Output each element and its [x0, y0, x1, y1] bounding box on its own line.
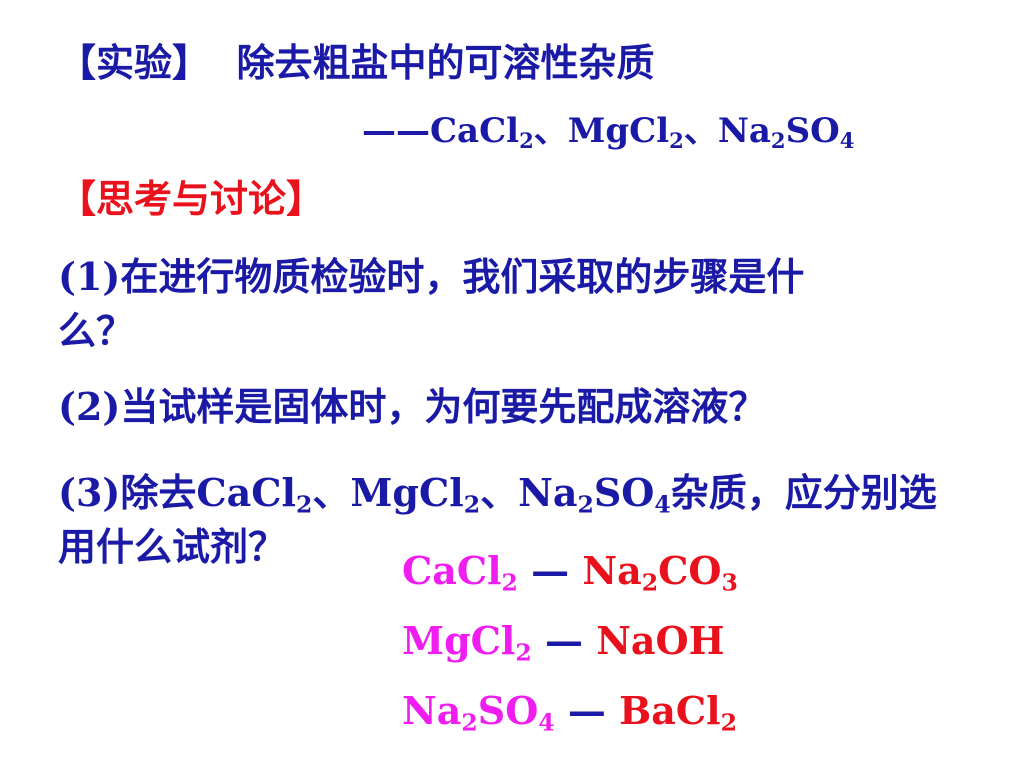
question-1-line-2: 么？ — [58, 308, 135, 353]
discussion-tag: 【思考与讨论】 — [58, 176, 325, 221]
formula-na2so4: Na2SO4 — [518, 470, 671, 517]
answer-mgcl2: MgCl2 — NaOH — [402, 622, 725, 665]
answer-impurity: MgCl2 — [402, 618, 532, 665]
answer-impurity: CaCl2 — [402, 548, 518, 595]
separator: 、 — [312, 470, 351, 515]
answer-impurity: Na2SO4 — [402, 688, 555, 735]
formula-cacl2: CaCl2 — [196, 470, 312, 517]
experiment-tag: 【实验】 — [58, 40, 211, 85]
formula-text: Na — [518, 470, 578, 515]
subscript: 2 — [669, 127, 684, 153]
formula-text: Na — [402, 688, 462, 733]
subscript: 3 — [721, 568, 738, 597]
formula-text: MgCl — [402, 618, 516, 663]
subscript: 2 — [501, 568, 518, 597]
formula-text: SO — [593, 470, 655, 515]
subscript: 2 — [295, 490, 313, 519]
formula-text: CaCl — [430, 111, 520, 151]
subscript: 2 — [463, 490, 481, 519]
question-1-line-1: (1)在进行物质检验时，我们采取的步骤是什 — [58, 254, 805, 299]
formula-text: Na — [717, 111, 771, 151]
impurities-list: ——CaCl2、MgCl2、Na2SO4 — [362, 111, 855, 151]
subscript: 2 — [461, 708, 478, 737]
formula-text: SO — [785, 111, 840, 151]
experiment-heading: 【实验】 除去粗盐中的可溶性杂质 — [58, 44, 655, 82]
experiment-title: 除去粗盐中的可溶性杂质 — [236, 40, 655, 85]
question-3-line-2: 用什么试剂？ — [58, 524, 287, 569]
subscript: 4 — [839, 127, 855, 153]
formula-text: CaCl — [196, 470, 296, 515]
formula-text: CaCl — [402, 548, 502, 593]
formula-cacl2: CaCl2 — [430, 111, 534, 151]
formula-na2so4: Na2SO4 — [718, 111, 855, 151]
answer-reagent: BaCl2 — [619, 688, 737, 735]
answer-cacl2: CaCl2 — Na2CO3 — [402, 552, 738, 595]
formula-text: CO — [658, 548, 722, 593]
subscript: 2 — [515, 638, 532, 667]
answer-na2so4: Na2SO4 — BaCl2 — [402, 692, 737, 735]
subscript: 2 — [577, 490, 594, 519]
answer-reagent: NaOH — [596, 618, 725, 663]
question-3-suffix: 杂质，应分别选 — [670, 470, 937, 515]
question-3-line-1: (3)除去CaCl2、MgCl2、Na2SO4杂质，应分别选 — [58, 474, 937, 517]
answer-reagent: Na2CO3 — [582, 548, 738, 595]
answer-dash: — — [517, 548, 583, 593]
formula-text: MgCl — [567, 111, 670, 151]
subscript: 2 — [641, 568, 659, 597]
subscript: 2 — [519, 127, 534, 153]
separator: 、 — [533, 111, 568, 151]
answer-dash: — — [554, 688, 620, 733]
formula-text: MgCl — [350, 470, 464, 515]
separator: 、 — [480, 470, 519, 515]
formula-text: SO — [477, 688, 539, 733]
impurities-dash: —— — [362, 111, 430, 151]
formula-mgcl2: MgCl2 — [350, 470, 480, 517]
subscript: 2 — [720, 708, 737, 737]
question-2: (2)当试样是固体时，为何要先配成溶液？ — [58, 384, 767, 429]
formula-text: BaCl — [619, 688, 721, 733]
separator: 、 — [683, 111, 718, 151]
subscript: 4 — [654, 490, 671, 519]
question-3-prefix: (3)除去 — [58, 470, 197, 515]
formula-mgcl2: MgCl2 — [568, 111, 684, 151]
formula-text: Na — [582, 548, 642, 593]
answer-dash: — — [531, 618, 597, 663]
subscript: 4 — [538, 708, 555, 737]
subscript: 2 — [770, 127, 786, 153]
